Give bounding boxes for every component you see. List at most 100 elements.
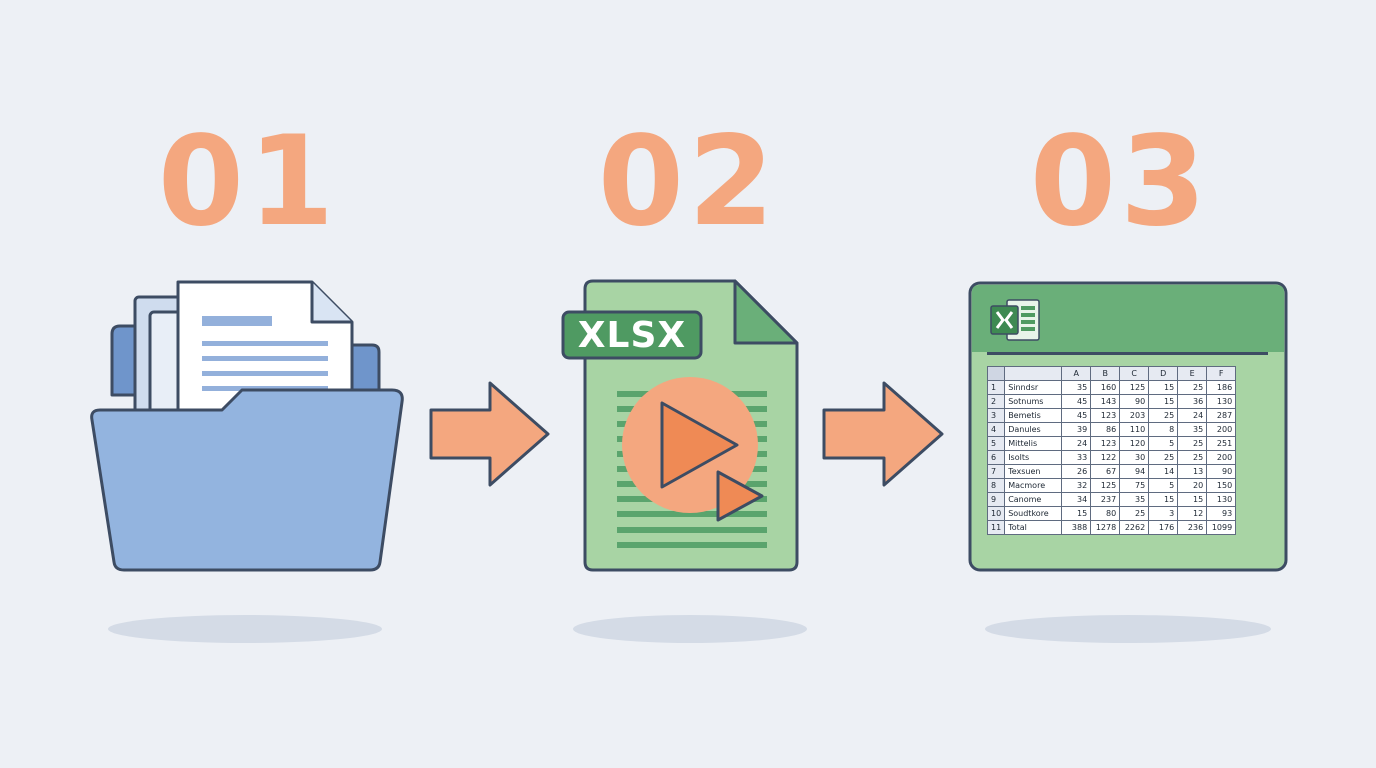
row-number: 6	[986, 450, 1006, 465]
table-cell: 123	[1090, 436, 1121, 451]
table-cell: 160	[1090, 380, 1121, 395]
table-cell: 287	[1206, 408, 1237, 423]
column-header: B	[1090, 366, 1121, 381]
column-header: E	[1177, 366, 1208, 381]
xlsx-badge-label: XLSX	[577, 315, 687, 356]
table-cell: 2262	[1119, 520, 1150, 535]
table-cell: 26	[1061, 464, 1092, 479]
table-cell: 35	[1119, 492, 1150, 507]
table-cell: 32	[1061, 478, 1092, 493]
play-icon	[660, 401, 739, 489]
step-number-2: 02	[597, 110, 779, 254]
table-cell: 12	[1177, 506, 1208, 521]
row-number: 3	[986, 408, 1006, 423]
table-cell: Mittelis	[1004, 436, 1063, 451]
table-cell: 30	[1119, 450, 1150, 465]
table-cell: 25	[1148, 450, 1179, 465]
table-cell: Sotnums	[1004, 394, 1063, 409]
table-cell: 35	[1177, 422, 1208, 437]
row-number: 10	[986, 506, 1006, 521]
table-cell: 203	[1119, 408, 1150, 423]
column-header: D	[1148, 366, 1179, 381]
shadow-step-3	[985, 615, 1271, 643]
table-cell: 20	[1177, 478, 1208, 493]
table-cell: Soudtkore	[1004, 506, 1063, 521]
table-cell: 130	[1206, 394, 1237, 409]
row-number: 8	[986, 478, 1006, 493]
row-number: 4	[986, 422, 1006, 437]
table-cell: 93	[1206, 506, 1237, 521]
table-cell: 25	[1177, 436, 1208, 451]
table-cell: 236	[1177, 520, 1208, 535]
table-cell: Sinndsr	[1004, 380, 1063, 395]
table-cell: Bemetis	[1004, 408, 1063, 423]
table-cell: Danules	[1004, 422, 1063, 437]
table-cell: 123	[1090, 408, 1121, 423]
table-cell: 251	[1206, 436, 1237, 451]
arrow-right-icon	[429, 381, 550, 487]
table-cell: 67	[1090, 464, 1121, 479]
table-cell: 8	[1148, 422, 1179, 437]
table-cell: 90	[1206, 464, 1237, 479]
play-icon-small	[716, 470, 764, 522]
table-cell: 5	[1148, 436, 1179, 451]
table-cell: Texsuen	[1004, 464, 1063, 479]
table-cell: 36	[1177, 394, 1208, 409]
table-cell: 5	[1148, 478, 1179, 493]
table-cell: 388	[1061, 520, 1092, 535]
table-cell: 39	[1061, 422, 1092, 437]
column-header: A	[1061, 366, 1092, 381]
table-cell: 35	[1061, 380, 1092, 395]
table-cell: 120	[1119, 436, 1150, 451]
table-cell: Isolts	[1004, 450, 1063, 465]
step-number-1: 01	[157, 110, 339, 254]
table-corner-cell	[986, 366, 1006, 381]
column-header: F	[1206, 366, 1237, 381]
table-cell: 130	[1206, 492, 1237, 507]
table-cell: 80	[1090, 506, 1121, 521]
table-cell: 122	[1090, 450, 1121, 465]
row-number: 1	[986, 380, 1006, 395]
table-cell: 33	[1061, 450, 1092, 465]
shadow-step-2	[573, 615, 807, 643]
table-cell: 25	[1119, 506, 1150, 521]
table-cell: 25	[1177, 380, 1208, 395]
table-cell: 1099	[1206, 520, 1237, 535]
table-cell: 15	[1177, 492, 1208, 507]
table-cell: 25	[1148, 408, 1179, 423]
table-cell: 34	[1061, 492, 1092, 507]
table-cell: 15	[1148, 380, 1179, 395]
shadow-step-1	[108, 615, 382, 643]
table-cell: 15	[1061, 506, 1092, 521]
folder-icon	[90, 280, 404, 572]
table-cell: 1278	[1090, 520, 1121, 535]
table-cell: 14	[1148, 464, 1179, 479]
table-cell: 110	[1119, 422, 1150, 437]
row-number: 9	[986, 492, 1006, 507]
xlsx-badge	[561, 310, 703, 360]
arrow-right-icon	[822, 381, 944, 487]
table-cell: 15	[1148, 394, 1179, 409]
row-number: 11	[986, 520, 1006, 535]
table-cell: 86	[1090, 422, 1121, 437]
table-cell: 24	[1061, 436, 1092, 451]
table-cell: 90	[1119, 394, 1150, 409]
table-cell: 3	[1148, 506, 1179, 521]
table-cell: 45	[1061, 394, 1092, 409]
column-header: C	[1119, 366, 1150, 381]
table-cell: 125	[1119, 380, 1150, 395]
table-cell: 24	[1177, 408, 1208, 423]
